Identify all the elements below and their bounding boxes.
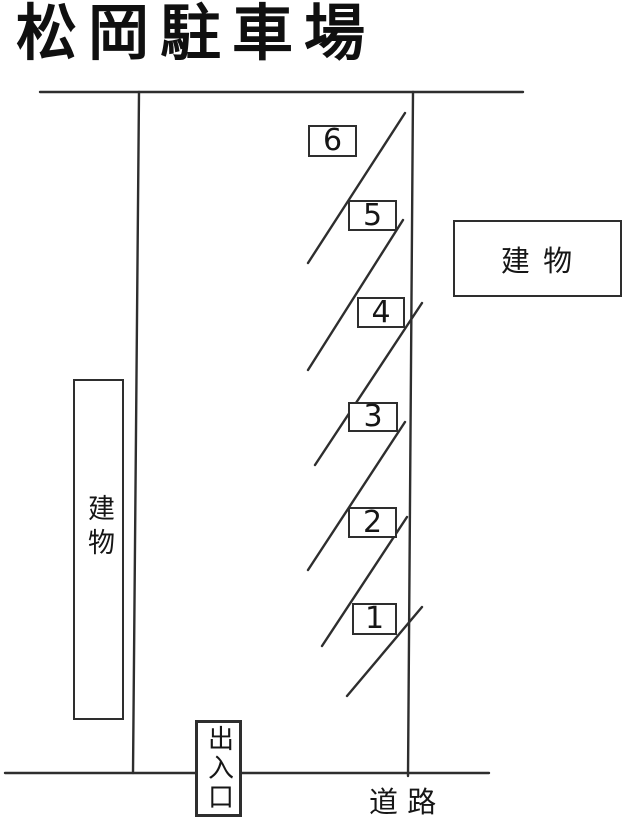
building-right-label: 建 物 xyxy=(500,243,575,278)
parking-divider-line-5 xyxy=(306,218,405,372)
left-boundary-line xyxy=(131,90,141,775)
building-left: 建物 xyxy=(73,379,124,720)
parking-spot-2: 2 xyxy=(348,507,397,538)
parking-divider-line-4 xyxy=(313,301,424,467)
building-right: 建 物 xyxy=(453,220,622,297)
parking-divider-line-1 xyxy=(345,605,424,698)
parking-spot-1: 1 xyxy=(352,603,397,635)
road-label: 道 路 xyxy=(369,785,437,819)
parking-divider-line-2 xyxy=(320,515,409,648)
parking-spot-5: 5 xyxy=(348,200,397,231)
building-left-label: 建物 xyxy=(83,493,114,562)
page-title: 松岡駐車場 xyxy=(16,0,377,69)
parking-divider-line-3 xyxy=(306,420,407,572)
entrance-exit-box: 出入口 xyxy=(195,720,242,817)
right-boundary-line xyxy=(406,90,415,778)
parking-spot-4: 4 xyxy=(357,297,405,328)
parking-spot-3: 3 xyxy=(348,402,398,432)
entrance-exit-label: 出入口 xyxy=(203,725,234,812)
parking-divider-line-6 xyxy=(306,111,407,265)
parking-spot-6: 6 xyxy=(308,125,357,157)
